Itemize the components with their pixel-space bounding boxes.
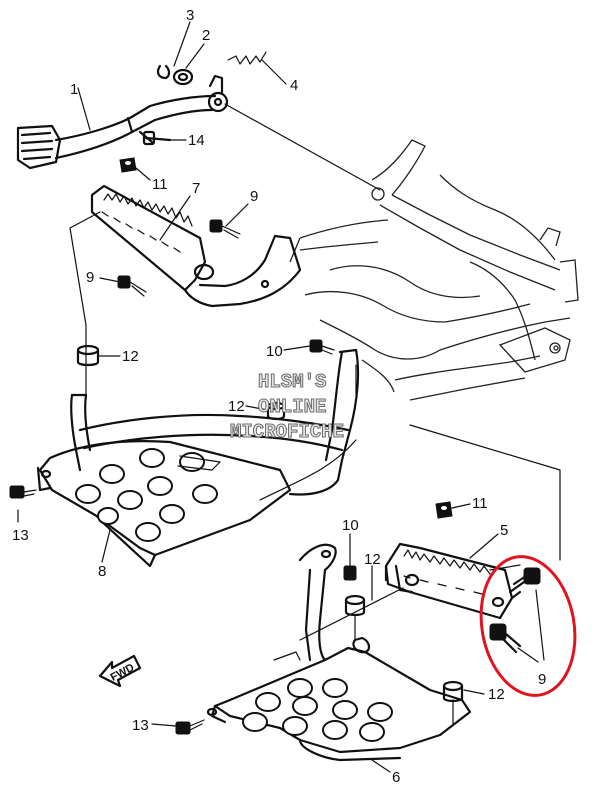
callout-11-upper: 11 [152,176,168,193]
right-skid-plate [206,543,472,762]
bolt-9-upper-right [209,219,241,239]
nut-11-lower [435,501,453,519]
callout-8: 8 [98,563,106,580]
bolt-10-lower [343,539,357,581]
bolt-9-highlighted [489,567,545,663]
callout-10-upper: 10 [266,343,283,360]
bolt-9-upper-left [117,275,147,297]
watermark-line-1: HLSM'S [258,371,326,393]
callout-11-lower: 11 [472,495,488,512]
fwd-arrow-icon: FWD [98,654,142,688]
callout-leaders [17,21,499,773]
right-footrest [384,542,514,620]
bolt-13-lower [175,719,205,735]
bolt-13-upper [9,485,37,499]
callout-2: 2 [202,27,210,44]
highlight-ellipse [479,555,577,697]
callout-12-lower-mid: 12 [364,551,381,568]
rubber-12-lower-right [442,680,464,703]
frame-outline [289,139,579,401]
callout-3: 3 [186,7,194,24]
left-skid-plate [36,348,360,568]
watermark: HLSM'S ONLINE MICROFICHE [230,371,345,444]
left-footrest [90,184,302,308]
rubber-12-upper-left [76,344,100,367]
brake-pedal [16,74,229,170]
callout-9-upper-right: 9 [250,188,258,205]
callout-5: 5 [500,522,508,539]
callout-13-upper: 13 [12,527,29,544]
callout-9-upper-left: 9 [86,269,94,286]
callout-12-upper-left: 12 [122,348,139,365]
callout-14: 14 [188,132,205,149]
rubber-12-lower-mid [344,594,366,617]
callout-numbers: 3 2 4 1 14 11 7 9 9 10 12 12 13 8 11 5 1… [12,7,546,786]
callout-12-upper-mid: 12 [228,398,245,415]
bolt-14 [142,130,172,146]
watermark-line-2: ONLINE [258,396,326,418]
bolt-10-upper [309,339,335,355]
callout-6: 6 [392,769,400,786]
watermark-line-3: MICROFICHE [230,421,344,443]
callout-9-highlighted: 9 [538,671,546,688]
callout-1: 1 [70,81,78,98]
callout-10-lower: 10 [342,517,359,534]
pedal-hardware [156,51,267,86]
callout-7: 7 [192,180,200,197]
callout-4: 4 [290,77,298,94]
callout-12-lower-right: 12 [488,686,505,703]
callout-13-lower: 13 [132,717,149,734]
nut-11-upper [119,157,137,173]
